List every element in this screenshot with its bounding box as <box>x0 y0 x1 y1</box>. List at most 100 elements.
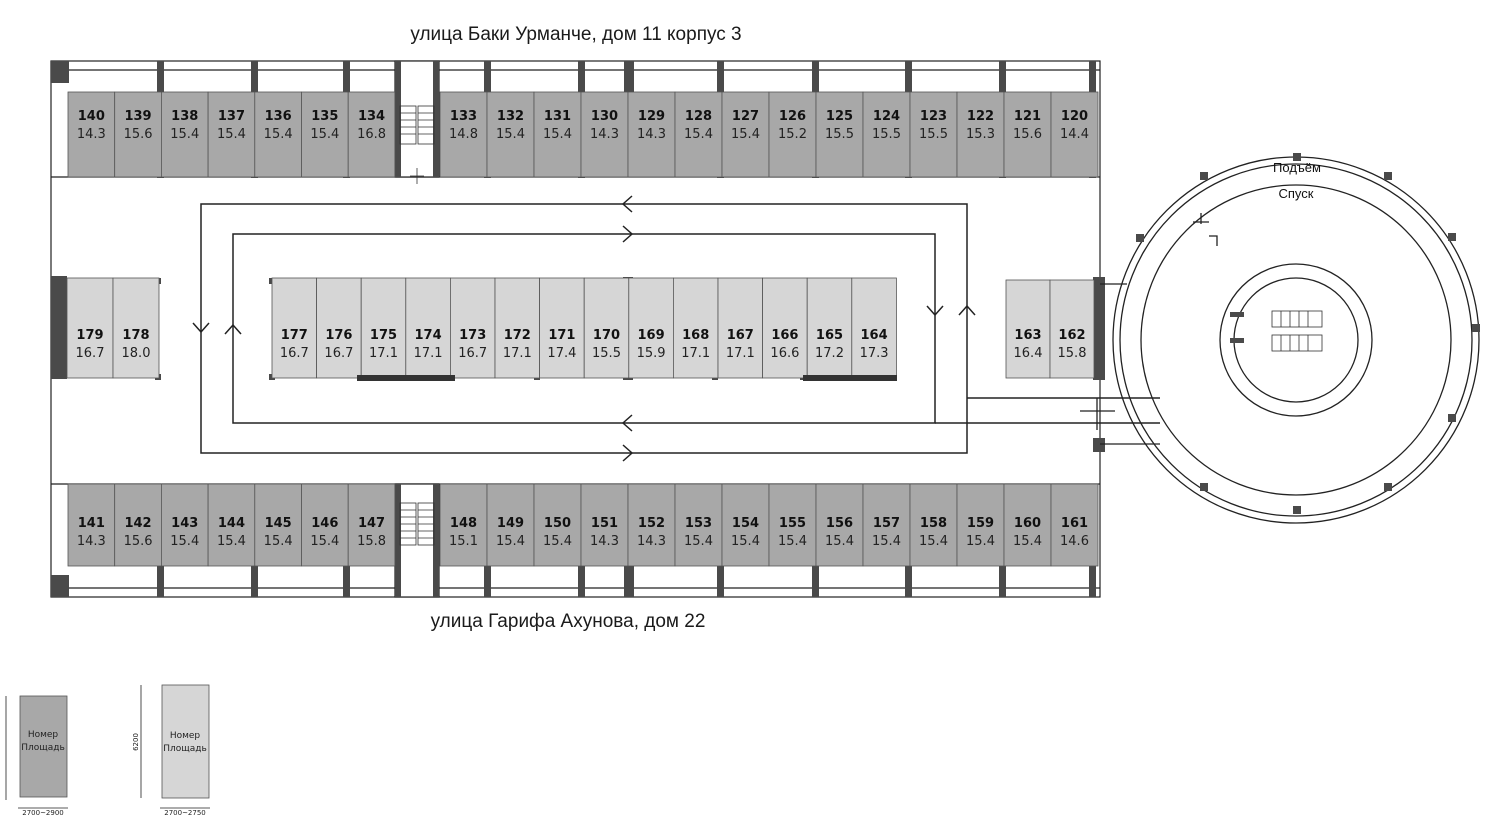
spot-number: 176 <box>325 328 352 343</box>
spot-area: 15.2 <box>778 127 807 142</box>
spot-area: 14.3 <box>77 127 106 142</box>
spot-box <box>112 277 160 379</box>
spot-number: 155 <box>779 516 806 531</box>
legend-small-width: 2700~2750 <box>164 809 206 817</box>
spot-number: 165 <box>816 328 843 343</box>
spot-box <box>717 277 763 379</box>
column <box>905 566 912 597</box>
spot-number: 139 <box>124 109 151 124</box>
spot-box <box>160 91 209 178</box>
spot-box <box>583 277 630 379</box>
spot-area: 15.4 <box>731 127 760 142</box>
spot-box <box>301 91 349 178</box>
legend-small-area: Площадь <box>163 744 207 754</box>
column <box>812 566 819 597</box>
spot-area: 14.3 <box>590 127 619 142</box>
spot-area: 15.6 <box>124 127 153 142</box>
ramp-label-down: Спуск <box>1279 186 1314 201</box>
spot-area: 17.1 <box>414 346 443 361</box>
spot-box <box>439 483 488 567</box>
spot-area: 15.4 <box>872 534 901 549</box>
spot-number: 133 <box>450 109 477 124</box>
spot-box <box>533 91 582 178</box>
parking-spot-139[interactable]: 139 15.6 <box>114 91 162 178</box>
spot-number: 171 <box>548 328 575 343</box>
spot-number: 168 <box>682 328 709 343</box>
spot-box <box>1003 483 1052 567</box>
spot-area: 14.3 <box>77 534 106 549</box>
spot-number: 158 <box>920 516 947 531</box>
spot-box <box>114 483 162 567</box>
spot-number: 147 <box>358 516 385 531</box>
spot-area: 16.4 <box>1014 346 1043 361</box>
spot-box <box>1005 279 1051 379</box>
spot-area: 18.0 <box>122 346 151 361</box>
spot-area: 14.3 <box>590 534 619 549</box>
spot-box <box>768 483 817 567</box>
spot-area: 15.4 <box>310 534 339 549</box>
spot-number: 154 <box>732 516 759 531</box>
column <box>905 61 912 92</box>
spot-area: 15.4 <box>543 127 572 142</box>
